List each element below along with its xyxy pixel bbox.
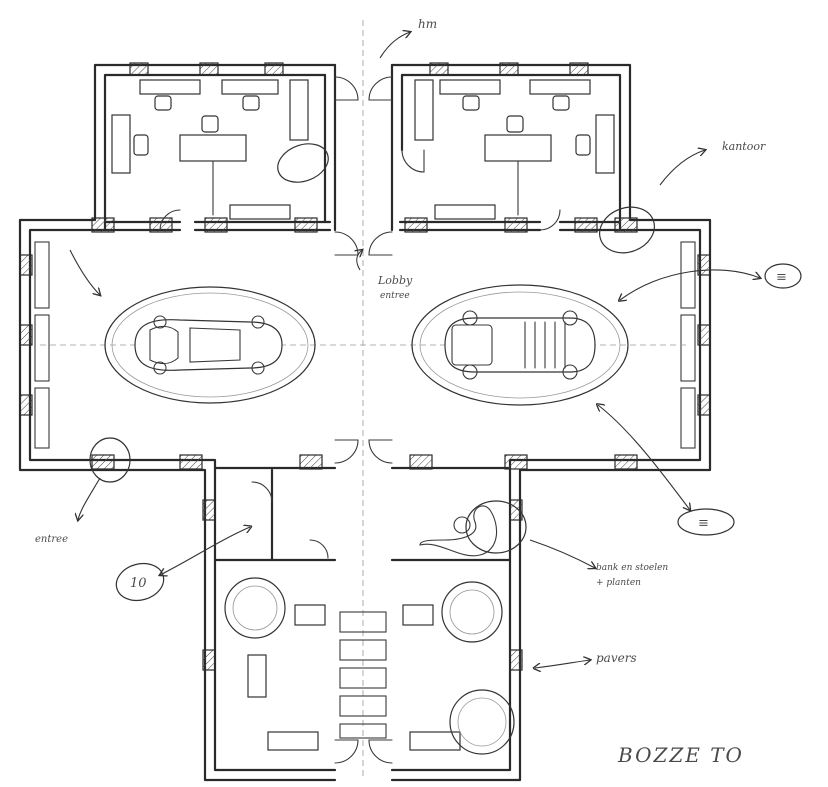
label-right-circle: ≡ [776, 270, 787, 285]
left-car [134, 315, 283, 375]
right-office-furniture [414, 79, 615, 220]
trees [224, 577, 515, 755]
planter-curve [419, 505, 498, 557]
label-lobby: Lobby [377, 274, 413, 287]
label-lobby-sub: entree [380, 291, 410, 301]
label-top: hm [418, 17, 437, 31]
right-car-display [411, 284, 629, 406]
label-left-bottom: entree [35, 534, 68, 545]
left-car-display [104, 286, 316, 404]
axis-lines [40, 20, 690, 780]
label-courtyard-note-2: + planten [596, 578, 641, 588]
benches [247, 604, 461, 751]
annotations [69, 32, 802, 668]
label-pavers: pavers [596, 651, 637, 665]
wall-columns [19, 62, 711, 671]
left-office-furniture [111, 79, 309, 220]
label-right-office: kantoor [722, 140, 766, 153]
signature: BOZZE TO [617, 743, 744, 767]
right-car [444, 310, 596, 380]
courtyard [224, 505, 515, 755]
labels: hm kantoor Lobby entree ≡ ≡ entree 10 ba… [35, 17, 787, 767]
label-courtyard-note-1: bank en stoelen [596, 563, 668, 573]
label-right-circle-2: ≡ [698, 516, 709, 531]
pavers [339, 611, 387, 739]
label-left-circle-number: 10 [130, 576, 147, 591]
